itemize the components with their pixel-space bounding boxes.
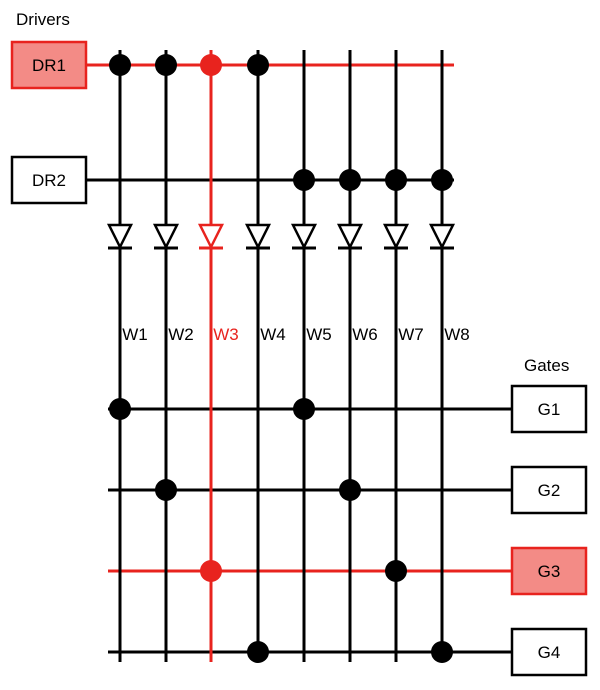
junction-dot-dr2-w7 xyxy=(385,169,407,191)
junction-dot-g4-w8 xyxy=(431,641,453,663)
diode-w3 xyxy=(197,223,225,250)
junction-dot-dr1-w3 xyxy=(200,54,222,76)
gate-label: G4 xyxy=(538,643,561,662)
gate-box-g4: G4 xyxy=(510,627,588,677)
gate-box-g1: G1 xyxy=(510,384,588,434)
wire-label-w6: W6 xyxy=(352,325,378,344)
diode-triangle xyxy=(152,223,180,250)
junction-dot-g1-w5 xyxy=(293,398,315,420)
junction-dot-g2-w2 xyxy=(155,479,177,501)
gate-box-g3: G3 xyxy=(510,546,588,596)
diode-triangle xyxy=(382,223,410,250)
gate-label: G2 xyxy=(538,481,561,500)
junction-dot-g3-w3 xyxy=(200,560,222,582)
junction-dot-g4-w4 xyxy=(247,641,269,663)
diode-triangle xyxy=(290,223,318,250)
diode-triangle xyxy=(336,223,364,250)
junction-dot-g1-w1 xyxy=(109,398,131,420)
diode-w1 xyxy=(106,223,134,250)
wire-label-w3: W3 xyxy=(213,325,239,344)
driver-label: DR2 xyxy=(32,171,66,190)
diodes xyxy=(106,223,456,250)
driver-box-dr1: DR1 xyxy=(10,40,88,90)
driver-box-rect xyxy=(10,40,88,90)
drivers-header: Drivers xyxy=(16,10,70,29)
gates-header: Gates xyxy=(524,356,569,375)
gate-box-g2: G2 xyxy=(510,465,588,515)
junction-dot-g3-w7 xyxy=(385,560,407,582)
diode-triangle xyxy=(428,223,456,250)
junction-dots xyxy=(109,54,453,663)
gate-box-rect xyxy=(510,465,588,515)
wire-labels: W1 W2 W3 W4 W5 W6 W7 W8 xyxy=(122,325,470,344)
junction-dot-g2-w6 xyxy=(339,479,361,501)
gate-box-rect xyxy=(510,384,588,434)
junction-dot-dr2-w8 xyxy=(431,169,453,191)
wire-label-w8: W8 xyxy=(444,325,470,344)
diode-w8 xyxy=(428,223,456,250)
wire-label-w2: W2 xyxy=(168,325,194,344)
gate-label: G1 xyxy=(538,400,561,419)
driver-label: DR1 xyxy=(32,56,66,75)
gate-label: G3 xyxy=(538,562,561,581)
diode-w4 xyxy=(244,223,272,250)
diode-triangle xyxy=(244,223,272,250)
junction-dot-dr1-w4 xyxy=(247,54,269,76)
wire-label-w4: W4 xyxy=(260,325,286,344)
junction-dot-dr1-w1 xyxy=(109,54,131,76)
driver-box-dr2: DR2 xyxy=(10,155,88,205)
wire-label-w5: W5 xyxy=(306,325,332,344)
wire-label-w1: W1 xyxy=(122,325,148,344)
wire-lines xyxy=(86,50,512,662)
junction-dot-dr2-w6 xyxy=(339,169,361,191)
driver-box-rect xyxy=(10,155,88,205)
diode-triangle xyxy=(106,223,134,250)
junction-dot-dr2-w5 xyxy=(293,169,315,191)
wire-label-w7: W7 xyxy=(398,325,424,344)
junction-dot-dr1-w2 xyxy=(155,54,177,76)
diode-w5 xyxy=(290,223,318,250)
gate-box-rect xyxy=(510,627,588,677)
diode-w6 xyxy=(336,223,364,250)
diode-w7 xyxy=(382,223,410,250)
diode-w2 xyxy=(152,223,180,250)
gate-box-rect xyxy=(510,546,588,596)
diode-triangle xyxy=(197,223,225,250)
